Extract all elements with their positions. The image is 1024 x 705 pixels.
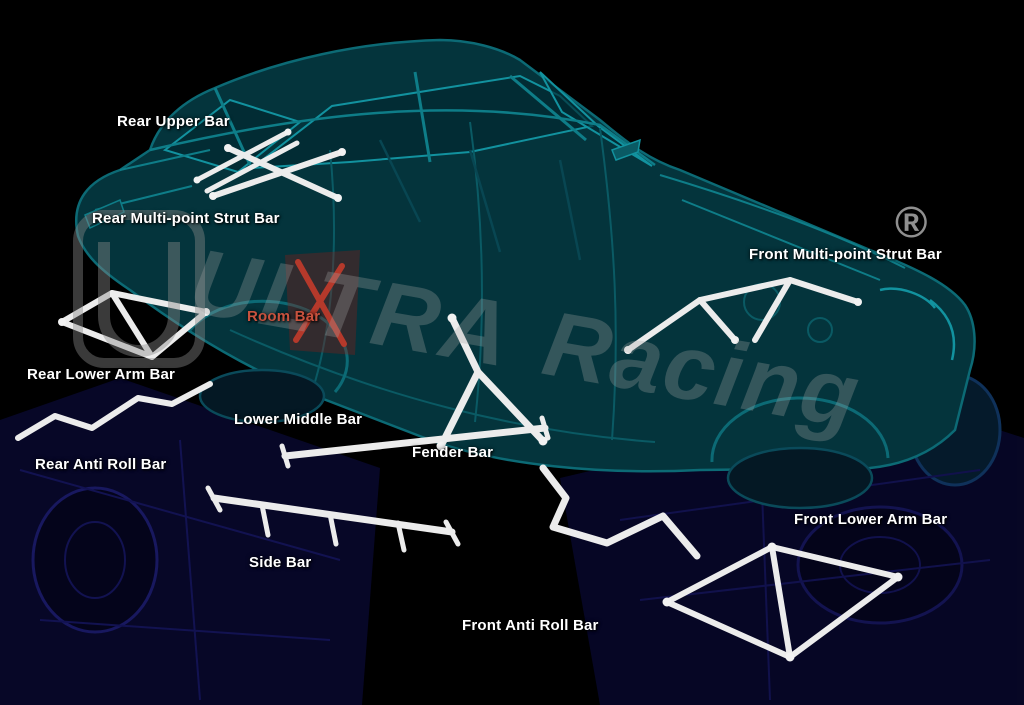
rear-lower-arm-bar-illustration <box>58 290 210 360</box>
label-side-bar: Side Bar <box>249 554 312 571</box>
front-multi-point-strut-bar-illustration <box>624 277 862 354</box>
rear-anti-roll-bar-illustration <box>15 381 213 441</box>
front-lower-arm-bar-illustration <box>662 542 903 662</box>
front-anti-roll-bar-illustration <box>539 464 701 560</box>
label-room-bar: Room Bar <box>247 308 321 325</box>
label-rear-upper-bar: Rear Upper Bar <box>117 113 230 130</box>
registered-trademark-icon: ® <box>895 198 928 247</box>
side-bar-illustration <box>205 485 461 553</box>
label-front-anti-roll-bar: Front Anti Roll Bar <box>462 617 599 634</box>
label-fender-bar: Fender Bar <box>412 444 494 461</box>
ultra-racing-logo-icon <box>73 210 205 368</box>
label-rear-multi-point-strut-bar: Rear Multi-point Strut Bar <box>92 210 280 227</box>
lower-middle-bar-illustration <box>279 415 551 469</box>
label-lower-middle-bar: Lower Middle Bar <box>234 411 363 428</box>
label-front-lower-arm-bar: Front Lower Arm Bar <box>794 511 948 528</box>
fender-bar-illustration <box>436 313 548 451</box>
label-front-multi-point-strut-bar: Front Multi-point Strut Bar <box>749 246 942 263</box>
car-body-illustration <box>75 38 976 510</box>
room-bar-illustration <box>285 250 360 355</box>
rear-multi-point-strut-bar-illustration <box>209 144 346 202</box>
label-rear-lower-arm-bar: Rear Lower Arm Bar <box>27 366 176 383</box>
label-rear-anti-roll-bar: Rear Anti Roll Bar <box>35 456 167 473</box>
